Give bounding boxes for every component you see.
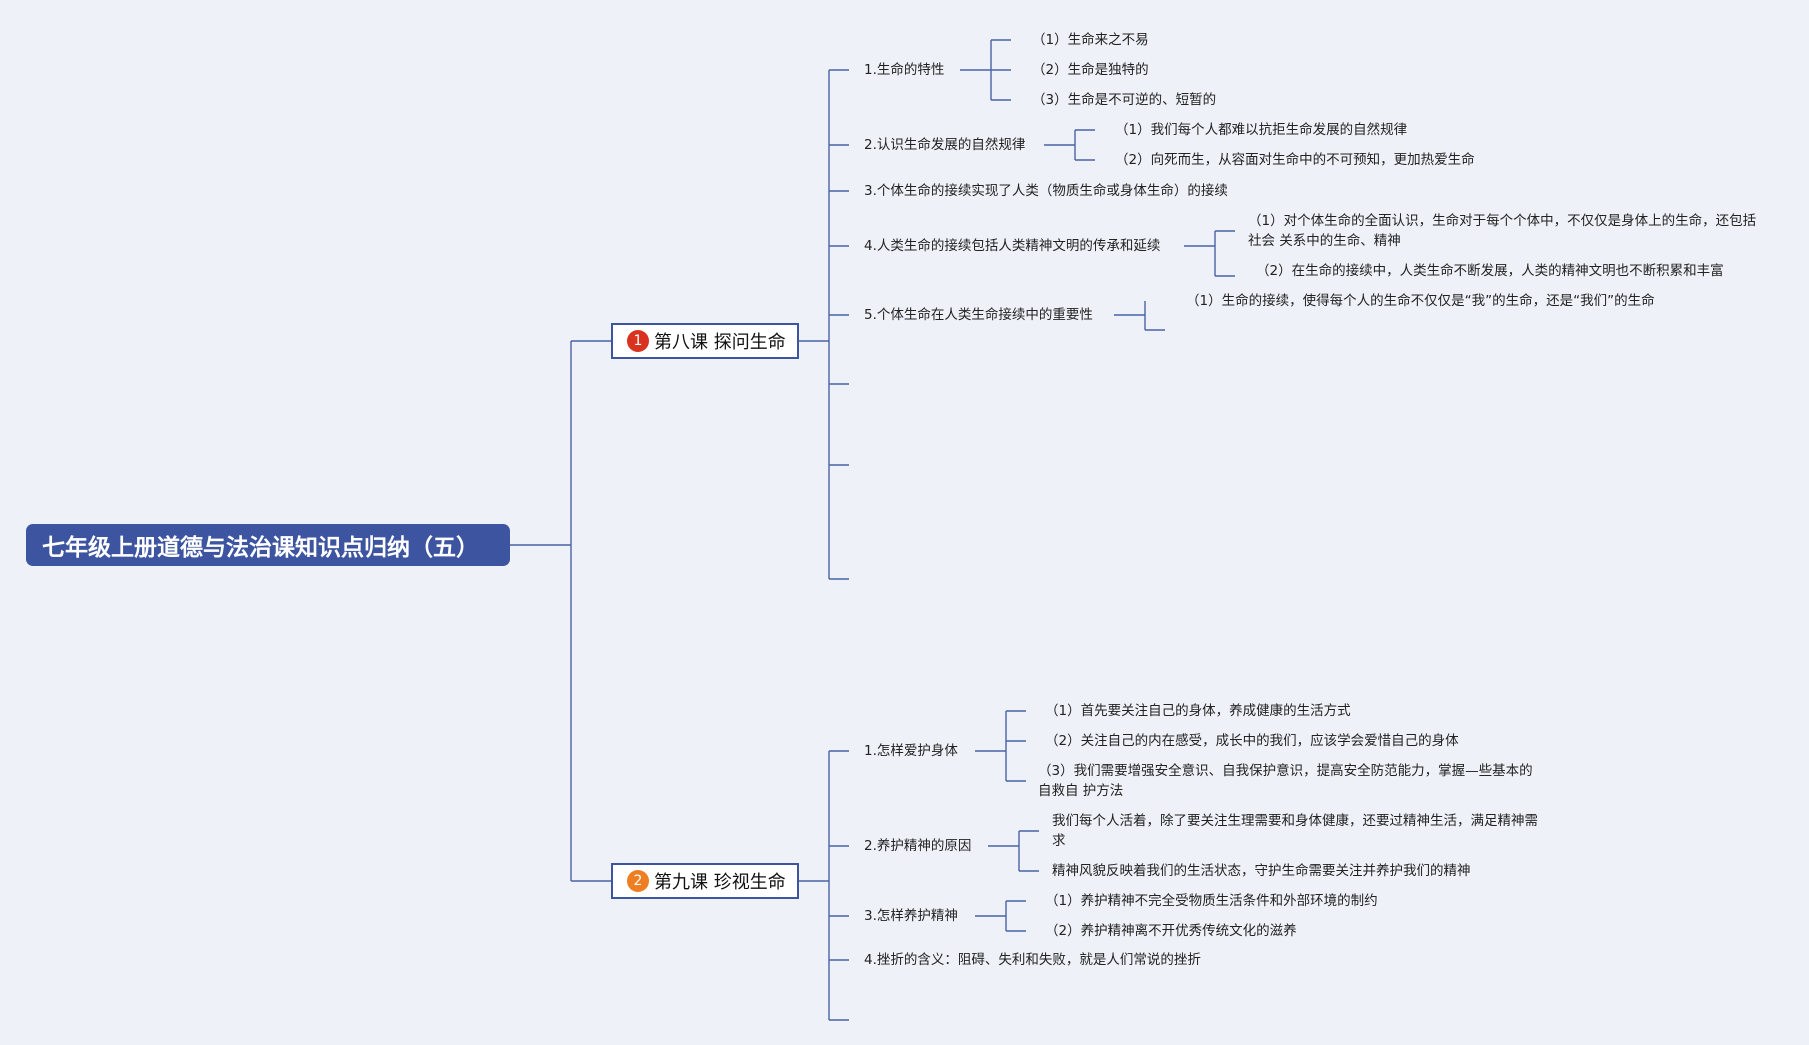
l9-topic-4[interactable]: 4.挫折的含义：阻碍、失利和失败，就是人们常说的挫折 <box>864 952 1201 968</box>
l8-t5-item-1[interactable]: （1）生命的接续，使得每个人的生命不仅仅是“我”的生命，还是“我们”的生命 <box>1186 293 1655 309</box>
connector-l8-t1 <box>960 39 1011 101</box>
l8-topic-1[interactable]: 1.生命的特性 <box>864 62 945 78</box>
l8-t1-item-2[interactable]: （2）生命是独特的 <box>1032 62 1149 78</box>
root-title[interactable]: 七年级上册道德与法治课知识点归纳（五） <box>26 524 510 566</box>
l8-topic-3[interactable]: 3.个体生命的接续实现了人类（物质生命或身体生命）的接续 <box>864 183 1228 199</box>
l8-topic-2[interactable]: 2.认识生命发展的自然规律 <box>864 137 1026 153</box>
connector-root <box>510 340 611 882</box>
badge-2: 2 <box>627 870 649 892</box>
l8-topic-5[interactable]: 5.个体生命在人类生命接续中的重要性 <box>864 307 1093 323</box>
lesson8-label: 第八课 探问生命 <box>654 332 786 353</box>
l9-t1-item-3[interactable]: （3）我们需要增强安全意识、自我保护意识，提高安全防范能力，掌握—些基本的自救自… <box>1038 763 1533 799</box>
connector-l9-t2 <box>988 830 1039 872</box>
connector-lesson9 <box>799 750 849 1021</box>
l9-t3-item-2[interactable]: （2）养护精神离不开优秀传统文化的滋养 <box>1045 923 1297 939</box>
connector-l8-t4 <box>1184 230 1235 277</box>
lesson8-node[interactable]: 1 第八课 探问生命 <box>611 323 799 359</box>
badge-1: 1 <box>627 330 649 352</box>
l8-t1-item-1[interactable]: （1）生命来之不易 <box>1032 32 1149 48</box>
l8-t2-item-2[interactable]: （2）向死而生，从容面对生命中的不可预知，更加热爱生命 <box>1115 152 1475 168</box>
l8-t2-item-1[interactable]: （1）我们每个人都难以抗拒生命发展的自然规律 <box>1115 122 1408 138</box>
connector-l8-t5 <box>1114 301 1165 331</box>
l9-topic-1[interactable]: 1.怎样爱护身体 <box>864 743 958 759</box>
connector-l8-t2 <box>1044 129 1095 161</box>
l9-t1-item-1[interactable]: （1）首先要关注自己的身体，养成健康的生活方式 <box>1045 703 1351 719</box>
connector-lesson8 <box>799 69 849 580</box>
l8-t1-item-3[interactable]: （3）生命是不可逆的、短暂的 <box>1032 92 1217 108</box>
l9-t2-item-2[interactable]: 精神风貌反映着我们的生活状态，守护生命需要关注并养护我们的精神 <box>1052 863 1471 879</box>
l9-t3-item-1[interactable]: （1）养护精神不完全受物质生活条件和外部环境的制约 <box>1045 893 1378 909</box>
connector-l9-t1 <box>975 710 1026 782</box>
lesson9-label: 第九课 珍视生命 <box>654 872 786 893</box>
lesson9-node[interactable]: 2 第九课 珍视生命 <box>611 863 799 899</box>
l9-t2-item-1[interactable]: 我们每个人活着，除了要关注生理需要和身体健康，还要过精神生活，满足精神需求 <box>1052 813 1538 849</box>
l8-t4-item-2[interactable]: （2）在生命的接续中，人类生命不断发展，人类的精神文明也不断积累和丰富 <box>1256 263 1724 279</box>
l8-topic-4[interactable]: 4.人类生命的接续包括人类精神文明的传承和延续 <box>864 238 1161 254</box>
l8-t4-item-1[interactable]: （1）对个体生命的全面认识，生命对于每个个体中，不仅仅是身体上的生命，还包括社会… <box>1248 213 1757 249</box>
l9-t1-item-2[interactable]: （2）关注自己的内在感受，成长中的我们，应该学会爱惜自己的身体 <box>1045 733 1459 749</box>
connector-l9-t3 <box>975 900 1026 932</box>
l9-topic-3[interactable]: 3.怎样养护精神 <box>864 908 958 924</box>
l9-topic-2[interactable]: 2.养护精神的原因 <box>864 838 972 854</box>
